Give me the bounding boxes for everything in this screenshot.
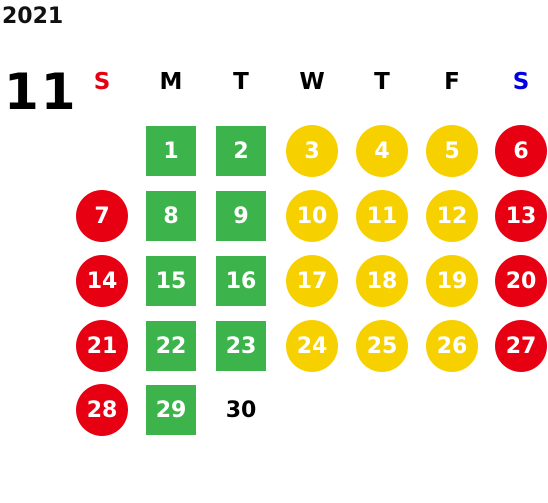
day-cell-19[interactable]: 19	[426, 255, 478, 307]
day-cell-16[interactable]: 16	[216, 256, 266, 306]
weekday-saturday: S	[512, 69, 530, 95]
year-label: 2021	[2, 4, 64, 29]
day-cell-14[interactable]: 14	[76, 255, 128, 307]
day-cell-7[interactable]: 7	[76, 190, 128, 242]
day-cell-10[interactable]: 10	[286, 190, 338, 242]
day-cell-20[interactable]: 20	[495, 255, 547, 307]
day-cell-15[interactable]: 15	[146, 256, 196, 306]
day-cell-12[interactable]: 12	[426, 190, 478, 242]
day-cell-6[interactable]: 6	[495, 125, 547, 177]
weekday-sunday: S	[93, 69, 111, 95]
day-cell-18[interactable]: 18	[356, 255, 408, 307]
day-cell-8[interactable]: 8	[146, 191, 196, 241]
weekday-monday: M	[159, 69, 183, 95]
day-cell-2[interactable]: 2	[216, 126, 266, 176]
day-cell-30[interactable]: 30	[225, 397, 257, 423]
day-cell-17[interactable]: 17	[286, 255, 338, 307]
day-cell-4[interactable]: 4	[356, 125, 408, 177]
day-cell-27[interactable]: 27	[495, 320, 547, 372]
day-cell-11[interactable]: 11	[356, 190, 408, 242]
day-cell-21[interactable]: 21	[76, 320, 128, 372]
day-cell-5[interactable]: 5	[426, 125, 478, 177]
day-cell-3[interactable]: 3	[286, 125, 338, 177]
month-number: 11	[4, 63, 78, 121]
day-cell-23[interactable]: 23	[216, 321, 266, 371]
day-cell-25[interactable]: 25	[356, 320, 408, 372]
weekday-friday: F	[444, 69, 460, 95]
day-cell-13[interactable]: 13	[495, 190, 547, 242]
weekday-wednesday: W	[299, 69, 325, 95]
day-cell-26[interactable]: 26	[426, 320, 478, 372]
day-cell-28[interactable]: 28	[76, 384, 128, 436]
day-cell-24[interactable]: 24	[286, 320, 338, 372]
weekday-tuesday: T	[233, 69, 249, 95]
day-cell-9[interactable]: 9	[216, 191, 266, 241]
day-cell-22[interactable]: 22	[146, 321, 196, 371]
day-cell-29[interactable]: 29	[146, 385, 196, 435]
weekday-thursday: T	[374, 69, 390, 95]
day-cell-1[interactable]: 1	[146, 126, 196, 176]
